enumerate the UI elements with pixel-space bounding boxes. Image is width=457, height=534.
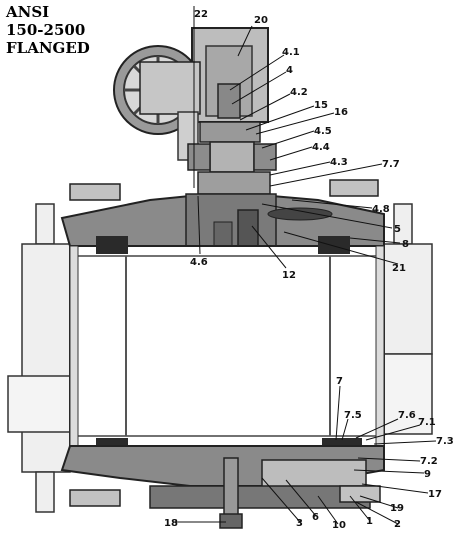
title-line-1: ANSI	[6, 3, 50, 21]
callout-22: 22	[194, 9, 208, 20]
body-lower	[60, 445, 385, 529]
callout-4-3: 4.3	[330, 157, 348, 168]
callout-labels: 22 20 4.1 4 4.2 15 16 4.5 4.4 4.3 7.7 4.…	[164, 9, 454, 531]
left-end-flange	[7, 203, 71, 513]
title-line-2: 150-2500	[6, 21, 86, 39]
callout-7-3: 7.3	[436, 436, 454, 447]
callout-4-5: 4.5	[314, 126, 332, 137]
callout-19: 19	[390, 503, 404, 514]
ball-bore	[69, 236, 385, 456]
callout-7-1: 7.1	[418, 417, 436, 428]
callout-9: 9	[424, 469, 431, 480]
callout-2: 2	[394, 519, 401, 530]
title-line-3: FLANGED	[6, 39, 90, 57]
stem-assembly	[187, 121, 277, 195]
callout-12: 12	[282, 270, 296, 281]
callout-7-6: 7.6	[398, 410, 416, 421]
top-bolts	[69, 179, 379, 201]
callout-17: 17	[428, 489, 442, 500]
callout-5: 5	[394, 224, 401, 235]
callout-18: 18	[164, 518, 178, 529]
callout-7-7: 7.7	[382, 159, 400, 170]
callout-15: 15	[314, 100, 328, 111]
callout-6: 6	[312, 512, 319, 523]
callout-4-1: 4.1	[282, 47, 300, 58]
callout-10: 10	[332, 520, 346, 531]
callout-7-5: 7.5	[344, 410, 362, 421]
callout-4-2: 4.2	[290, 87, 308, 98]
callout-16: 16	[334, 107, 348, 118]
callout-8: 8	[402, 239, 409, 250]
callout-4: 4	[286, 65, 293, 76]
callout-4-8: 4.8	[372, 204, 390, 215]
callout-1: 1	[366, 516, 373, 527]
callout-7: 7	[336, 376, 343, 387]
callout-3: 3	[296, 518, 303, 529]
callout-4-6: 4.6	[190, 257, 208, 268]
callout-21: 21	[392, 263, 406, 274]
callout-20: 20	[254, 15, 268, 26]
callout-7-2: 7.2	[420, 456, 438, 467]
callout-4-4: 4.4	[312, 142, 330, 153]
leader-lines	[176, 6, 437, 525]
